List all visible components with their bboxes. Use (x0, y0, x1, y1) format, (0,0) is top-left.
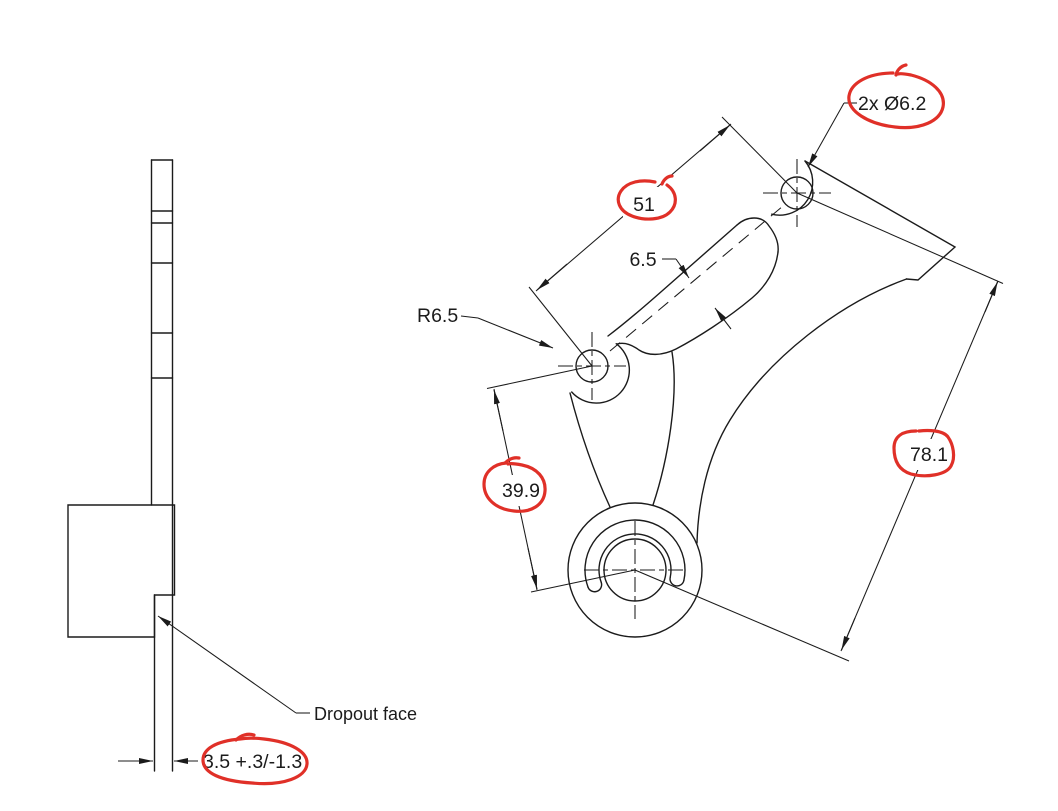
red-circle-51-tail (660, 174, 674, 186)
thickness-dim-text: 3.5 +.3/-1.3 (203, 751, 302, 773)
dim-6-5-text: 6.5 (629, 249, 656, 271)
redline-markups (201, 63, 956, 786)
mask-39-9 (494, 475, 548, 506)
mask-6-5 (624, 244, 660, 273)
red-circle-hole-callout (847, 71, 945, 130)
dropout-face-leader (157, 615, 310, 714)
red-circle-3-5-tail (234, 732, 256, 742)
dropout-block-outline (67, 504, 176, 638)
dim-78-1-lines (634, 192, 1004, 662)
dim-51-lines (528, 116, 798, 367)
mask-51 (623, 187, 666, 218)
dropout-face-label: Dropout face (314, 704, 417, 724)
dim-6-5-lines (662, 258, 732, 330)
red-circle-3-5 (201, 736, 309, 786)
upper-hole-boss-arc (771, 160, 814, 216)
hub-slot-outer-arc (584, 519, 686, 588)
dim-r6-5-leader (460, 315, 554, 349)
red-circle-39-9-tail (503, 456, 521, 465)
strap-outline (607, 205, 784, 356)
web-outline (569, 351, 675, 508)
dim-hole-callout-leader (807, 102, 857, 168)
dim-hole-callout-text: 2x Ø6.2 (858, 93, 926, 115)
red-circle-78-1 (892, 428, 956, 478)
red-circle-39-9 (482, 461, 547, 513)
upper-hole-group (763, 159, 831, 227)
hub-slot-inner-arc (598, 533, 672, 583)
left-hole-boss-arc (571, 343, 631, 404)
hub-outer-circle (567, 502, 703, 638)
strap-axis-centerline (609, 205, 784, 352)
dim-r6-5-text: R6.5 (417, 305, 458, 327)
dim-39-9-text: 39.9 (502, 480, 540, 502)
dim-78-1-text: 78.1 (910, 444, 948, 466)
red-circle-51 (616, 179, 677, 221)
dim-51-text: 51 (633, 194, 655, 216)
plate-strip-outline (150, 159, 174, 772)
left-hole-group (558, 332, 631, 404)
hub-slot-left-cap (587, 581, 603, 593)
tab-and-outer-edge (696, 160, 957, 544)
side-view: Dropout face 3.5 +.3/-1.3 (67, 159, 417, 773)
mask-78-1 (902, 439, 956, 470)
hub-slot-right-cap (669, 576, 685, 587)
front-view: 51 6.5 R6.5 2x Ø6.2 39.9 78.1 (417, 93, 1004, 662)
red-circle-hole-callout-tail (894, 63, 908, 77)
